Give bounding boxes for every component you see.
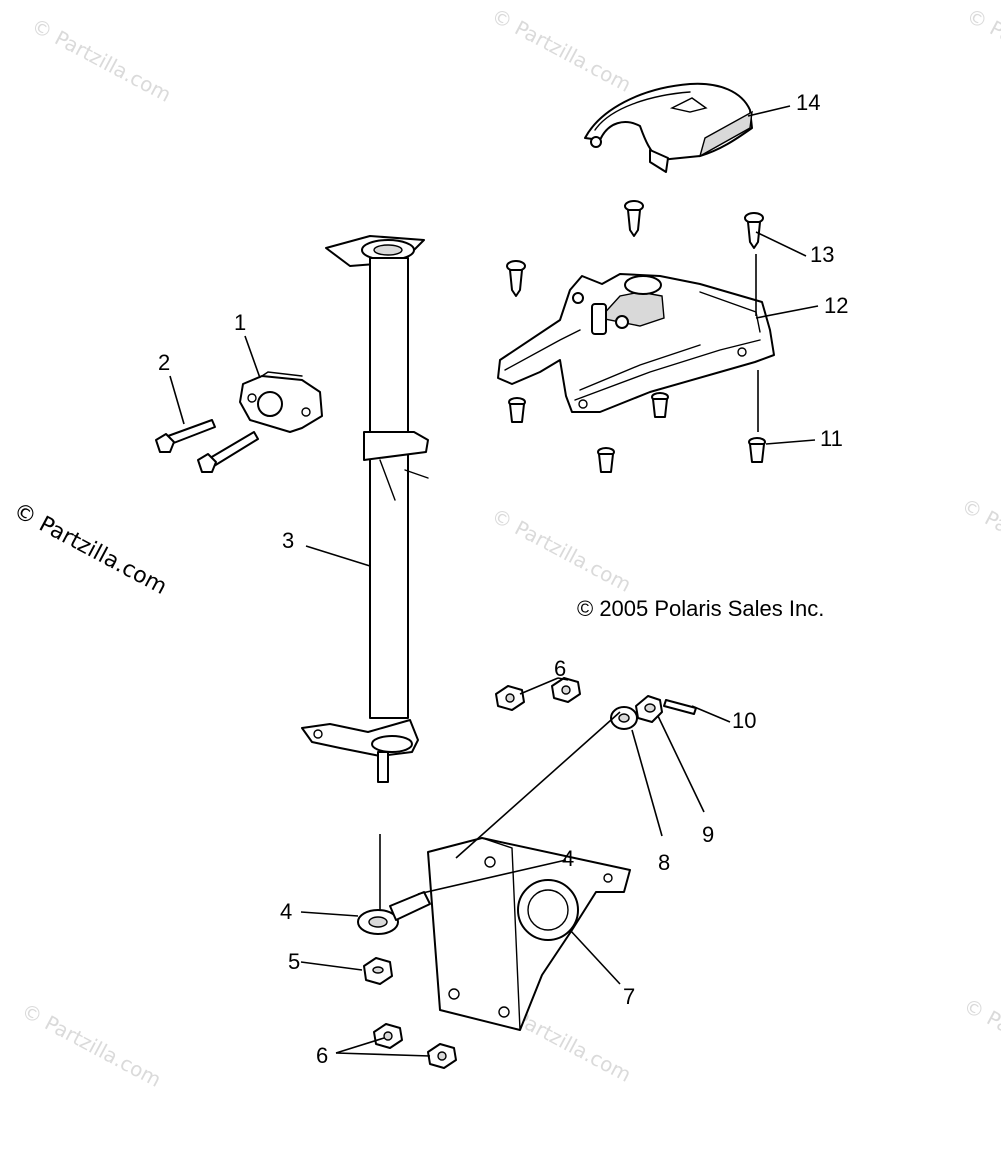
callout-5: 5 <box>288 949 300 974</box>
part-5-nut <box>363 957 393 985</box>
watermark-middle-center: © Partzilla.com <box>488 503 636 597</box>
callout-1: 1 <box>234 310 246 335</box>
callout-6-lower: 6 <box>316 1043 328 1068</box>
part-4-tie-rod-end <box>357 891 431 935</box>
callout-9: 9 <box>702 822 714 847</box>
part-7-bracket <box>427 837 631 1031</box>
part-6-nuts <box>373 677 581 1069</box>
screw-13-b <box>624 200 644 237</box>
callout-10: 10 <box>732 708 756 733</box>
part-11-nuts <box>508 392 766 473</box>
callout-6-upper: 6 <box>554 656 566 681</box>
callout-14: 14 <box>796 90 820 115</box>
screw-13-a <box>506 260 526 297</box>
callout-4-upper: 4 <box>562 846 574 871</box>
watermark-bottom-left: © Partzilla.com <box>18 998 166 1092</box>
callout-numbers: 14 13 12 11 1 2 3 4 4 5 6 6 7 8 9 10 <box>158 90 848 1068</box>
watermark-top-left: © Partzilla.com <box>28 13 176 107</box>
callout-2: 2 <box>158 350 170 375</box>
leader-lines <box>169 105 819 1057</box>
part-8-washer <box>610 706 638 730</box>
part-10-cotter-pin <box>663 699 697 715</box>
part-9-castle-nut <box>635 695 663 723</box>
part-1-clamp <box>239 371 323 433</box>
bolt-2-a <box>155 419 216 453</box>
callout-3: 3 <box>282 528 294 553</box>
copyright-notice: © 2005 Polaris Sales Inc. <box>577 596 824 621</box>
part-13-screws <box>506 200 764 297</box>
callout-12: 12 <box>824 293 848 318</box>
callout-8: 8 <box>658 850 670 875</box>
part-14-cover <box>584 82 753 173</box>
screw-13-c <box>744 212 764 249</box>
part-2-bolts <box>155 419 259 473</box>
watermark-bottom-right: © Partzilla.com <box>960 993 1001 1087</box>
callout-7: 7 <box>623 984 635 1009</box>
part-12-console <box>497 273 775 413</box>
bolt-2-b <box>197 431 259 473</box>
part-3-steering-post <box>301 235 429 783</box>
watermark-middle-right: © Partzilla.com <box>958 493 1001 587</box>
callout-4-lower: 4 <box>280 899 292 924</box>
watermark-top-center: © Partzilla.com <box>488 3 636 97</box>
callout-13: 13 <box>810 242 834 267</box>
watermark-prominent: © Partzilla.com <box>9 498 171 600</box>
callout-11: 11 <box>820 426 843 451</box>
watermark-top-right: © Partzilla.com <box>963 3 1001 97</box>
